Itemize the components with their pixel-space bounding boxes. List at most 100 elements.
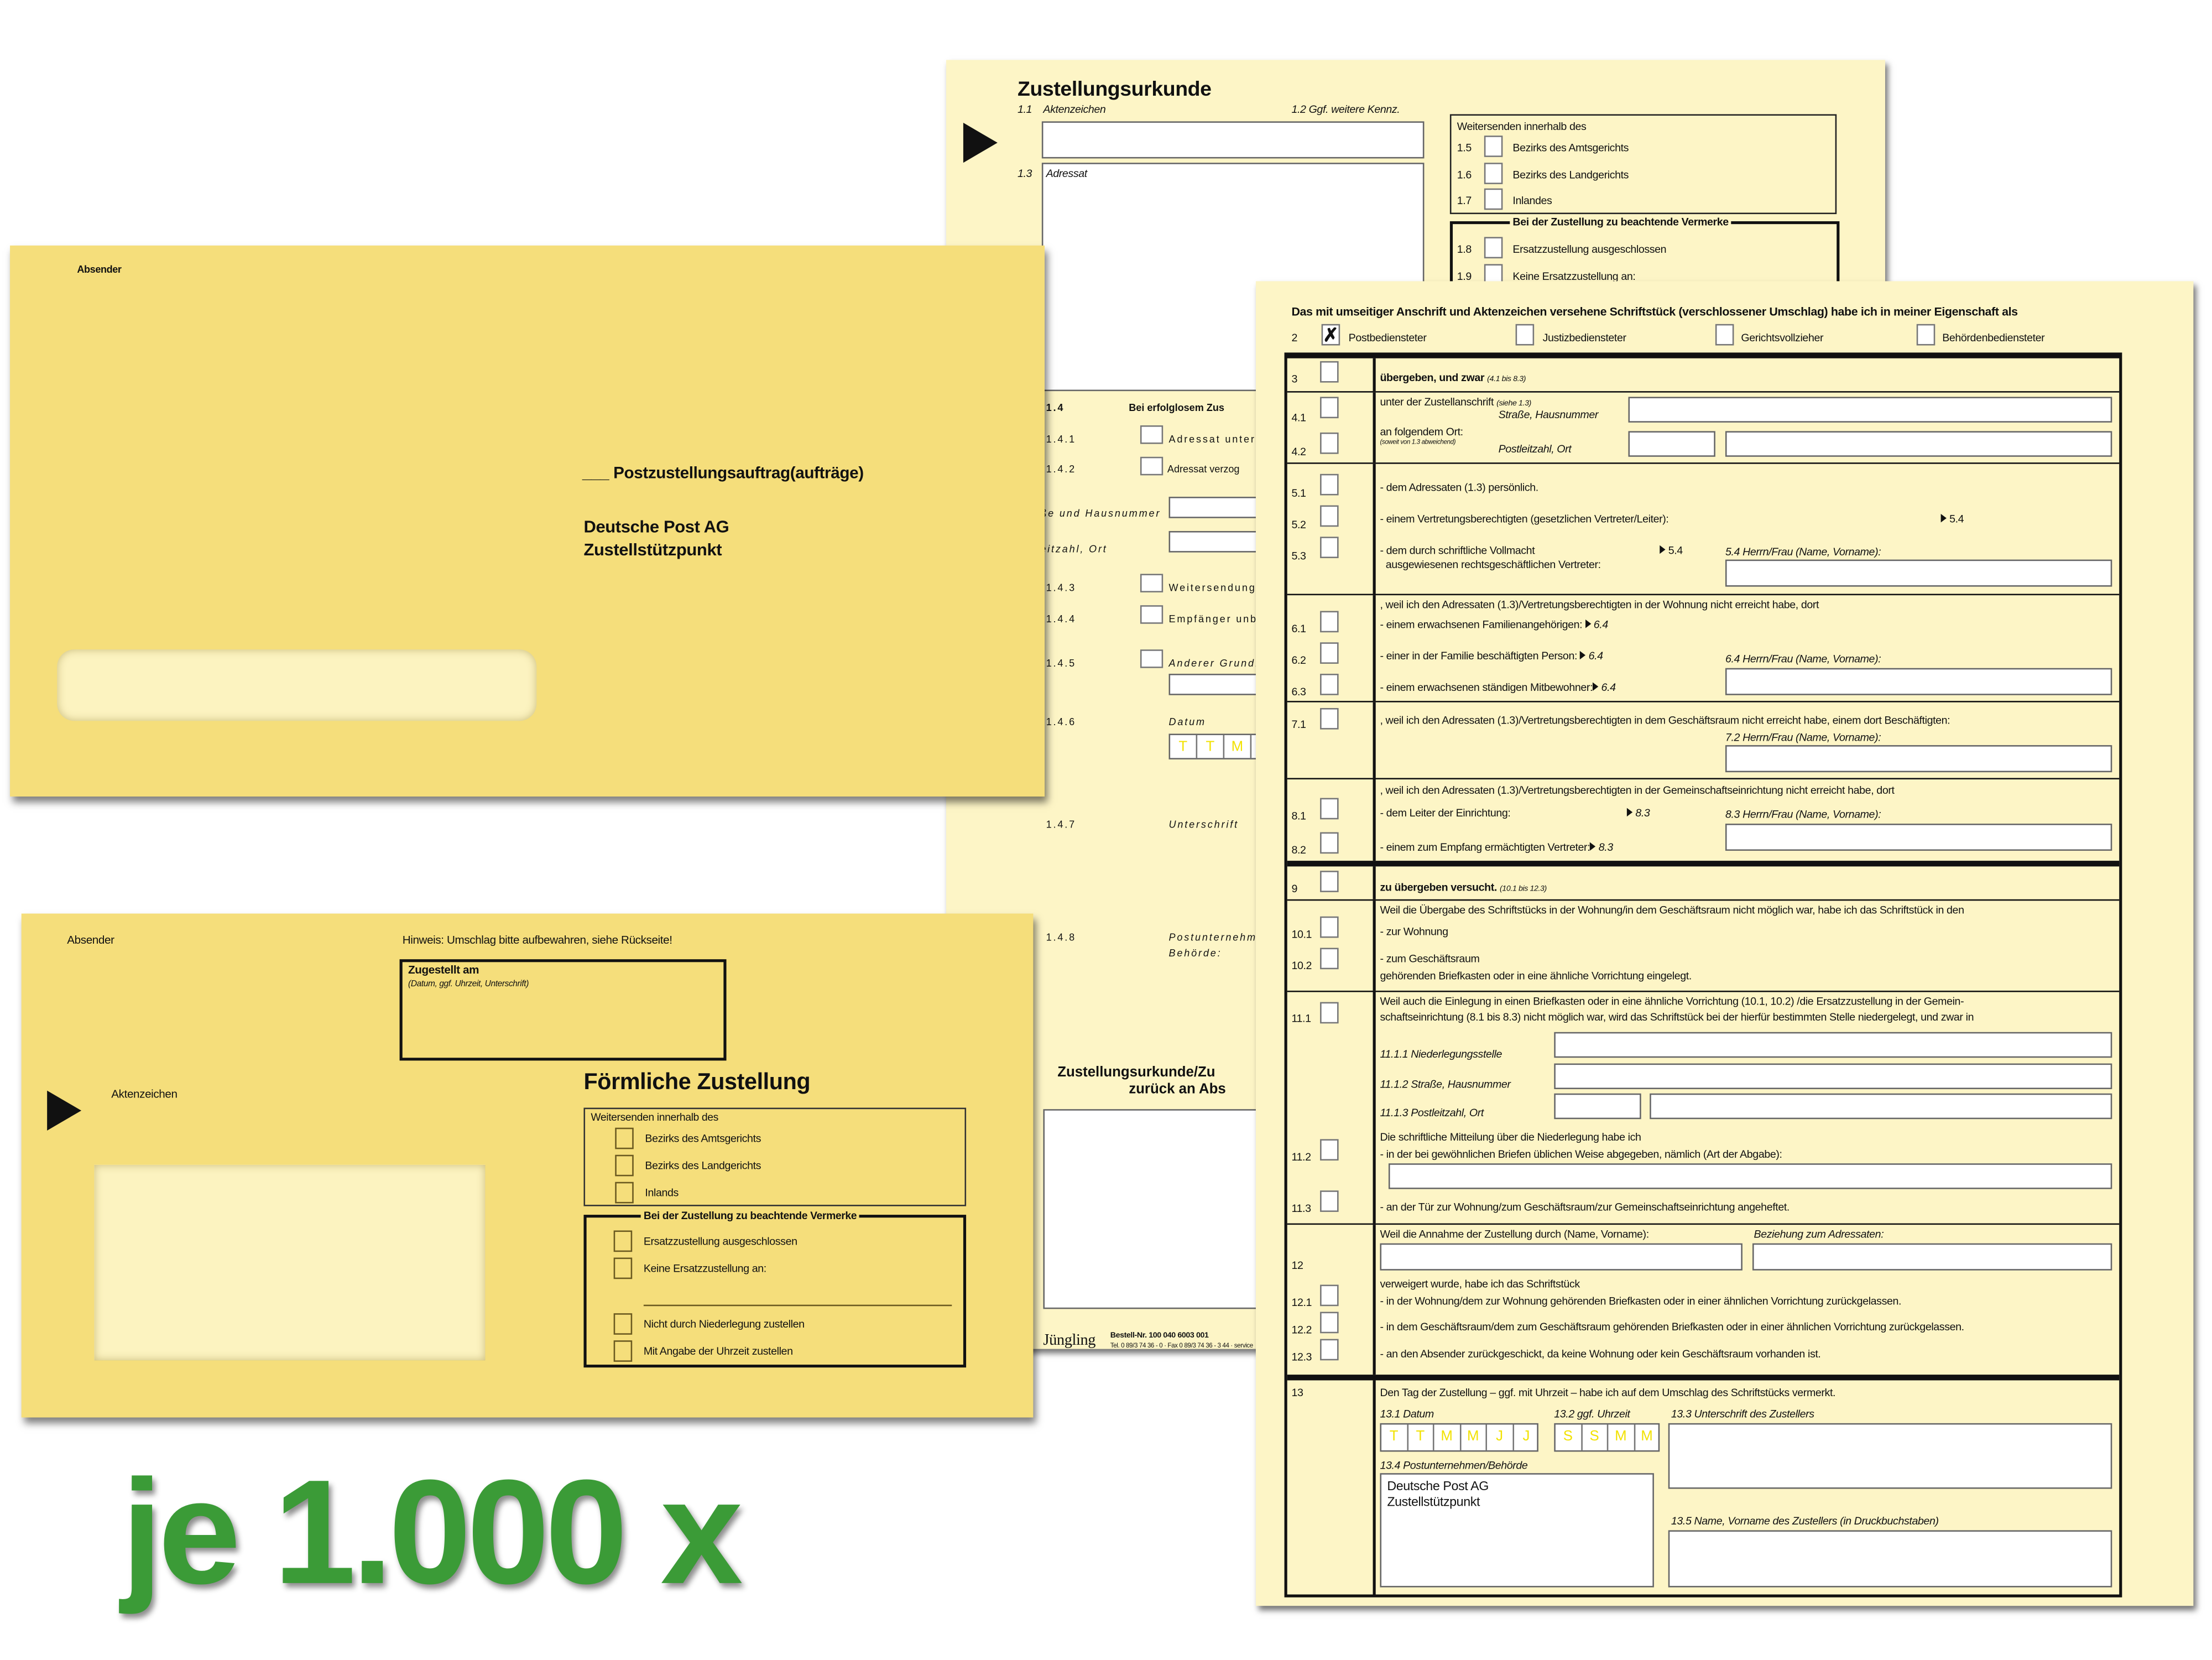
row-text: - dem Adressaten (1.3) persönlich.	[1380, 481, 1538, 494]
name-field-6-4[interactable]	[1725, 668, 2112, 695]
name-field-5-4[interactable]	[1725, 559, 2112, 587]
recipient-line: Deutsche Post AG	[583, 517, 729, 537]
checkbox-5-3[interactable]	[1320, 537, 1339, 559]
checkbox-9[interactable]	[1320, 871, 1339, 892]
checkbox-gerichtsvollzieher[interactable]	[1715, 324, 1734, 346]
checkbox[interactable]	[613, 1230, 633, 1252]
checkbox[interactable]	[615, 1154, 634, 1177]
s14-date-field[interactable]: T T M	[1168, 733, 1269, 759]
checkbox-5-2[interactable]	[1320, 505, 1339, 527]
signature-field[interactable]	[1668, 1423, 2112, 1489]
street-field[interactable]	[1628, 397, 2112, 423]
s14-num: 1.4.5	[1046, 659, 1076, 670]
item-num: 1.9	[1457, 269, 1472, 283]
checkbox-6-2[interactable]	[1320, 642, 1339, 664]
checkbox-11-3[interactable]	[1320, 1190, 1339, 1212]
row-text: Weil auch die Einlegung in einen Briefka…	[1380, 995, 1964, 1008]
name-label: 8.3 Herrn/Frau (Name, Vorname):	[1725, 808, 1881, 821]
checkbox[interactable]	[613, 1313, 633, 1335]
checkbox-6-3[interactable]	[1320, 674, 1339, 695]
relation-field[interactable]	[1752, 1243, 2112, 1271]
row-pointer: 8.3	[1626, 808, 1650, 819]
date-field[interactable]: T T M M J J	[1380, 1423, 1538, 1452]
s14-reason-field[interactable]	[1168, 674, 1269, 695]
envelope-title: Förmliche Zustellung	[583, 1070, 811, 1095]
checkbox-10-1[interactable]	[1320, 916, 1339, 938]
checkbox-12-3[interactable]	[1320, 1339, 1339, 1361]
divider	[1373, 1380, 1375, 1595]
pointer-icon	[1593, 682, 1599, 691]
forward-item: Bezirks des Amtsgerichts	[645, 1132, 761, 1145]
city-field[interactable]	[1725, 431, 2112, 457]
checkbox-1-8[interactable]	[1484, 237, 1503, 259]
checkbox-12-2[interactable]	[1320, 1312, 1339, 1334]
checkbox-8-2[interactable]	[1320, 832, 1339, 854]
city-field[interactable]	[1650, 1093, 2112, 1120]
checkbox[interactable]	[613, 1257, 633, 1279]
checkbox[interactable]	[615, 1182, 634, 1204]
forward-box-title: Weitersenden innerhalb des	[591, 1110, 718, 1123]
checkbox[interactable]	[615, 1127, 634, 1149]
checkbox-4-2[interactable]	[1320, 432, 1339, 454]
divider	[1373, 702, 1375, 778]
checkbox-justizbediensteter[interactable]	[1515, 324, 1535, 346]
delivered-box[interactable]: Zugestellt am (Datum, ggf. Uhrzeit, Unte…	[399, 959, 727, 1061]
checkbox-11-2[interactable]	[1320, 1139, 1339, 1161]
niederlegungsstelle-field[interactable]	[1554, 1032, 2112, 1058]
deliverer-name-field[interactable]	[1668, 1530, 2112, 1588]
s14-plz-field[interactable]	[1168, 530, 1269, 553]
row-text: unter der Zustellanschrift	[1380, 395, 1494, 409]
org-field[interactable]: Deutsche Post AG Zustellstützpunkt	[1380, 1473, 1654, 1588]
time-cell: M	[1608, 1424, 1635, 1450]
checkbox-10-2[interactable]	[1320, 948, 1339, 970]
pointer-icon	[1626, 808, 1633, 817]
name-field-8-3[interactable]	[1725, 824, 2112, 851]
time-cell: S	[1582, 1424, 1609, 1450]
plz-field[interactable]	[1628, 431, 1715, 457]
form-title: Zustellungsurkunde	[1017, 78, 1212, 102]
street-field[interactable]	[1554, 1063, 2112, 1089]
checkbox[interactable]	[613, 1340, 633, 1362]
aktenzeichen-field[interactable]	[1041, 121, 1425, 159]
checkbox-7-1[interactable]	[1320, 707, 1339, 730]
checkbox-8-1[interactable]	[1320, 798, 1339, 820]
pointer-icon	[1585, 619, 1591, 628]
checkbox-1-4-2[interactable]	[1140, 456, 1164, 476]
checkbox-4-1[interactable]	[1320, 397, 1339, 419]
checkbox-3[interactable]	[1320, 361, 1339, 383]
checkbox-1-4-5[interactable]	[1140, 649, 1164, 668]
checkbox-5-1[interactable]	[1320, 473, 1339, 496]
row-text: - an der Tür zur Wohnung/zum Geschäftsra…	[1380, 1200, 1790, 1214]
time-label: 13.2 ggf. Uhrzeit	[1554, 1407, 1630, 1420]
abgabe-field[interactable]	[1388, 1163, 2112, 1189]
forward-box: Weitersenden innerhalb des 1.5 Bezirks d…	[1449, 114, 1837, 215]
form-intro: Das mit umseitiger Anschrift und Aktenze…	[1291, 304, 2018, 319]
row-num: 12	[1291, 1259, 1303, 1272]
row-text: - in dem Geschäftsraum/dem zum Geschäfts…	[1380, 1320, 1964, 1334]
checkbox-1-6[interactable]	[1484, 163, 1503, 184]
return-address-field[interactable]	[1043, 1109, 1272, 1309]
time-field[interactable]: S S M M	[1554, 1423, 1660, 1452]
row-num: 8.2	[1291, 844, 1306, 857]
plz-field[interactable]	[1554, 1093, 1641, 1120]
refuser-name-field[interactable]	[1380, 1243, 1743, 1271]
label-aktenzeichen: Aktenzeichen	[1043, 102, 1106, 116]
checkbox-1-7[interactable]	[1484, 188, 1503, 210]
row-text: übergeben, und zwar	[1380, 371, 1485, 384]
checkbox-1-5[interactable]	[1484, 136, 1503, 157]
name-field-7-2[interactable]	[1725, 745, 2112, 773]
s14-street-field[interactable]	[1168, 497, 1269, 518]
row-4: 4.1 4.2 unter der Zustellanschrift (sieh…	[1287, 392, 2120, 464]
checkbox-1-4-4[interactable]	[1140, 605, 1164, 624]
checkbox-1-4-1[interactable]	[1140, 425, 1164, 444]
row-text: - einer in der Familie beschäftigten Per…	[1380, 649, 1578, 663]
checkbox-postbediensteter[interactable]: ✗	[1321, 324, 1340, 346]
checkbox-behoerdenbediensteter[interactable]	[1916, 324, 1936, 346]
row-ref: 6.4	[1588, 649, 1603, 663]
checkbox-11-1[interactable]	[1320, 1002, 1339, 1024]
checkbox-1-4-3[interactable]	[1140, 574, 1164, 592]
row-text: - einem erwachsenen Familienangehörigen:	[1380, 618, 1583, 631]
divider	[1373, 1225, 1375, 1375]
checkbox-6-1[interactable]	[1320, 611, 1339, 633]
checkbox-12-1[interactable]	[1320, 1284, 1339, 1307]
